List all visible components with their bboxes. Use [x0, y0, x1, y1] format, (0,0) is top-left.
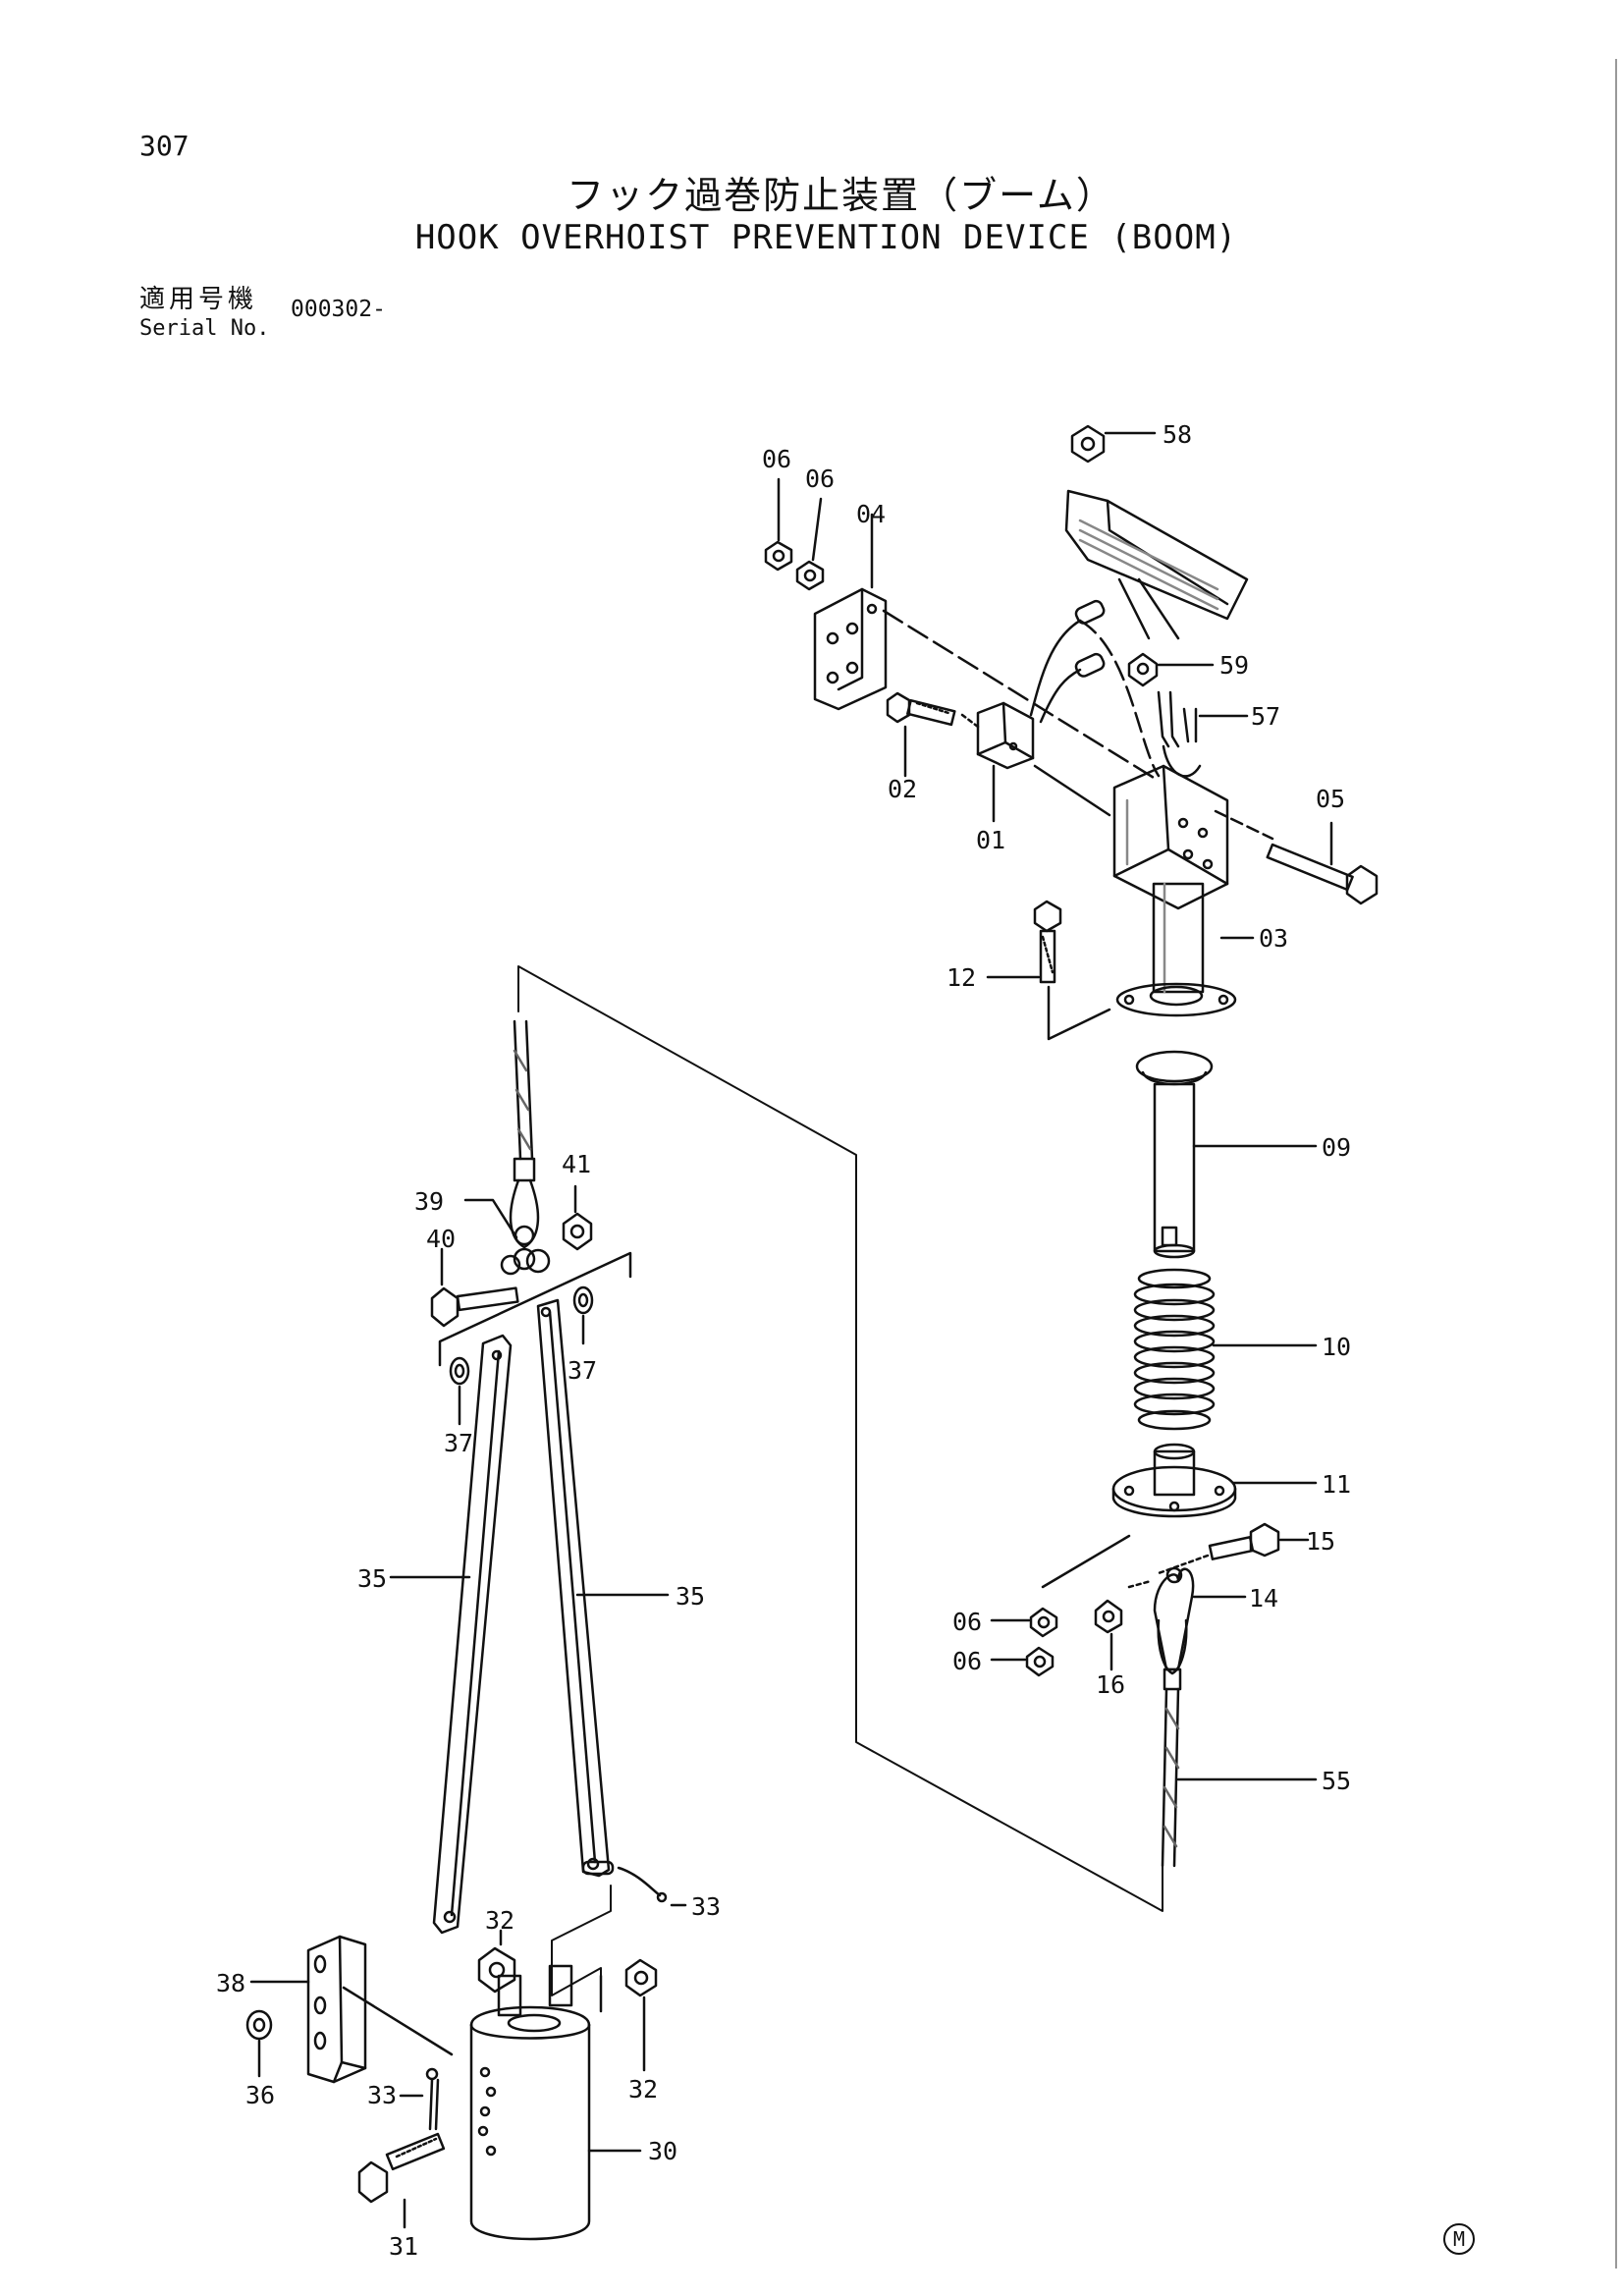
- serial-number-value: 000302-: [291, 297, 386, 322]
- callout-32: 32: [485, 1906, 514, 1935]
- callout-16: 16: [1096, 1670, 1125, 1699]
- callout-06: 06: [952, 1608, 982, 1636]
- part-14-wire-socket: [1127, 1566, 1195, 1691]
- part-06-nut-lower-a: [1029, 1607, 1058, 1638]
- callout-32: 32: [628, 2075, 658, 2104]
- callout-04: 04: [856, 500, 886, 528]
- callout-30: 30: [648, 2137, 677, 2165]
- callout-38: 38: [216, 1969, 245, 1997]
- serial-label-japanese: 適用号機: [139, 285, 258, 314]
- callout-57: 57: [1251, 702, 1280, 731]
- part-01-limit-switch: [976, 701, 1035, 770]
- part-35-link-right: [536, 1298, 611, 1878]
- callout-05: 05: [1316, 785, 1345, 813]
- part-36-washer: [245, 2009, 273, 2041]
- part-cover-bracket: [1064, 489, 1249, 621]
- part-09-pin: [1135, 1050, 1214, 1259]
- part-55-wire-rope: [1161, 1687, 1180, 1868]
- part-37-washer-left: [449, 1356, 470, 1386]
- callout-37: 37: [568, 1356, 597, 1385]
- manufacturer-mark-icon: M: [1443, 2223, 1475, 2255]
- callout-35: 35: [357, 1564, 387, 1593]
- callout-31: 31: [389, 2232, 418, 2261]
- part-02-bolt: [886, 691, 956, 727]
- callout-36: 36: [245, 2081, 275, 2109]
- callout-12: 12: [947, 963, 976, 992]
- part-03-housing: [1112, 764, 1237, 1017]
- callout-06: 06: [762, 445, 791, 473]
- callout-35: 35: [676, 1582, 705, 1611]
- part-06-nut-upper-a: [764, 540, 793, 572]
- callout-40: 40: [426, 1225, 456, 1253]
- page-edge-divider: [1615, 59, 1617, 2269]
- part-16-nut: [1094, 1599, 1123, 1634]
- part-57-fittings: [1157, 690, 1202, 778]
- part-59-nut: [1127, 652, 1159, 687]
- callout-39: 39: [414, 1187, 444, 1216]
- callout-06: 06: [952, 1647, 982, 1675]
- part-40-bolt: [430, 1286, 519, 1328]
- callout-59: 59: [1219, 651, 1249, 680]
- part-rope-upper: [513, 1019, 534, 1161]
- part-33-split-pin-lower: [425, 2067, 440, 2131]
- part-32-castle-nut-lower: [624, 1958, 658, 1997]
- page-title-english: HOOK OVERHOIST PREVENTION DEVICE (BOOM): [414, 218, 1238, 257]
- callout-33: 33: [367, 2081, 397, 2109]
- callout-labels: 58 06 06 04 59 57 02 01 05 03 12 09 41 3…: [216, 420, 1351, 2261]
- callout-06: 06: [805, 465, 835, 493]
- callout-58: 58: [1163, 420, 1192, 449]
- part-11-spring-seat: [1111, 1443, 1237, 1518]
- part-04-plate: [813, 587, 888, 711]
- callout-14: 14: [1249, 1584, 1278, 1613]
- callout-10: 10: [1322, 1333, 1351, 1361]
- callout-09: 09: [1322, 1133, 1351, 1162]
- part-33-split-pin-upper: [581, 1860, 668, 1903]
- part-37-washer-right: [572, 1285, 594, 1315]
- part-41-nut: [562, 1212, 593, 1251]
- part-06-nut-lower-b: [1025, 1646, 1055, 1677]
- part-06-nut-upper-b: [795, 560, 825, 591]
- page-title-japanese: フック過巻防止装置（ブーム）: [567, 174, 1115, 217]
- serial-label: Serial No.: [139, 316, 270, 341]
- page-number: 307: [139, 130, 189, 162]
- part-10-spring: [1133, 1268, 1216, 1431]
- part-32-castle-nut-upper: [477, 1946, 516, 1994]
- part-38-weight-block: [306, 1935, 367, 2084]
- callout-11: 11: [1322, 1470, 1351, 1499]
- callout-01: 01: [976, 826, 1005, 854]
- callout-15: 15: [1306, 1527, 1335, 1556]
- part-15-bolt: [1157, 1522, 1280, 1575]
- callout-33: 33: [691, 1892, 721, 1921]
- callout-41: 41: [562, 1150, 591, 1178]
- part-30-weight-body: [469, 1964, 591, 2241]
- callout-02: 02: [888, 775, 917, 803]
- part-05-bolt: [1214, 809, 1379, 905]
- part-31-bolt: [357, 2132, 446, 2204]
- callout-03: 03: [1259, 924, 1288, 953]
- callout-55: 55: [1322, 1767, 1351, 1795]
- part-58-nut: [1070, 424, 1106, 464]
- part-12-bolt: [1033, 900, 1062, 984]
- part-35-link-left: [432, 1334, 513, 1935]
- callout-37: 37: [444, 1429, 473, 1457]
